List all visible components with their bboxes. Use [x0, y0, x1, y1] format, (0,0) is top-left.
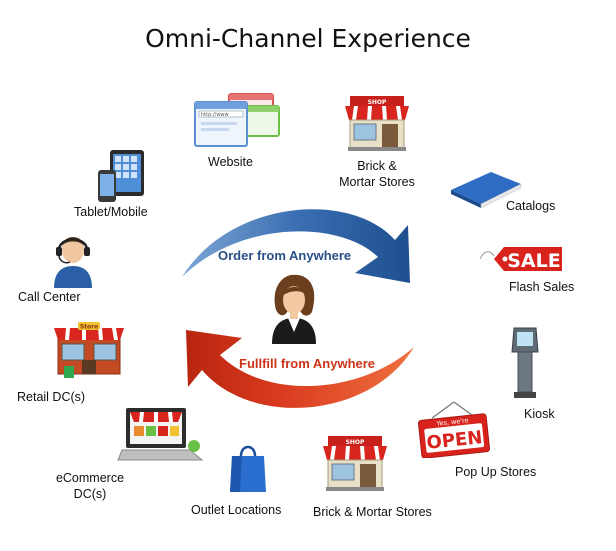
- ecommerce-dc-label: eCommerce DC(s): [40, 470, 140, 502]
- store-sign-text: Store: [80, 324, 98, 331]
- website-label: Website: [208, 155, 253, 169]
- outlet-locations-label: Outlet Locations: [191, 503, 282, 517]
- ecommerce-line2: DC(s): [73, 487, 107, 501]
- sale-sign-text: SALE: [507, 250, 560, 272]
- pop-up-stores-label: Pop Up Stores: [455, 465, 537, 479]
- brick-mortar-top-line1: Brick &: [357, 159, 397, 173]
- catalog-book-icon: [451, 172, 522, 208]
- customer-avatar-icon: [272, 274, 316, 344]
- shop-sign-top: SHOP: [368, 99, 387, 106]
- ecommerce-line1: eCommerce: [55, 471, 125, 485]
- fulfill-arrow-icon: [186, 330, 414, 408]
- flash-sales-label: Flash Sales: [509, 280, 575, 294]
- website-browser-icon: http://www: [194, 93, 280, 147]
- open-sign-icon: Yes, we're OPEN: [417, 401, 491, 458]
- diagram-title: Omni-Channel Experience: [145, 24, 471, 53]
- shopping-bag-icon: [230, 445, 266, 492]
- order-from-anywhere-label: Order from Anywhere: [218, 248, 352, 263]
- order-arrow-icon: [182, 209, 410, 283]
- tablet-mobile-label: Tablet/Mobile: [74, 205, 148, 219]
- fulfill-from-anywhere-label: Fullfill from Anywhere: [239, 356, 376, 371]
- cycle-arrows: [182, 209, 414, 408]
- store-icon-top: SHOP: [345, 96, 409, 151]
- website-url-text: http://www: [201, 112, 229, 118]
- brick-mortar-bottom-label: Brick & Mortar Stores: [313, 505, 432, 519]
- shop-sign-bottom: SHOP: [346, 439, 365, 446]
- call-center-agent-icon: [54, 237, 92, 288]
- sale-tag-icon: SALE: [479, 247, 562, 272]
- brick-mortar-top-line2: Mortar Stores: [339, 175, 415, 189]
- catalogs-label: Catalogs: [506, 199, 556, 213]
- store-icon-bottom: SHOP: [323, 436, 387, 491]
- tablet-mobile-icon: [98, 150, 144, 202]
- kiosk-label: Kiosk: [524, 407, 555, 421]
- retail-store-icon: Store: [54, 322, 124, 378]
- brick-mortar-top-label: Brick & Mortar Stores: [322, 158, 432, 190]
- ecommerce-laptop-icon: [117, 408, 204, 461]
- kiosk-icon: [511, 327, 539, 398]
- retail-dc-label: Retail DC(s): [17, 390, 86, 404]
- open-sign-small-text: Yes, we're: [435, 416, 469, 427]
- call-center-label: Call Center: [18, 290, 81, 304]
